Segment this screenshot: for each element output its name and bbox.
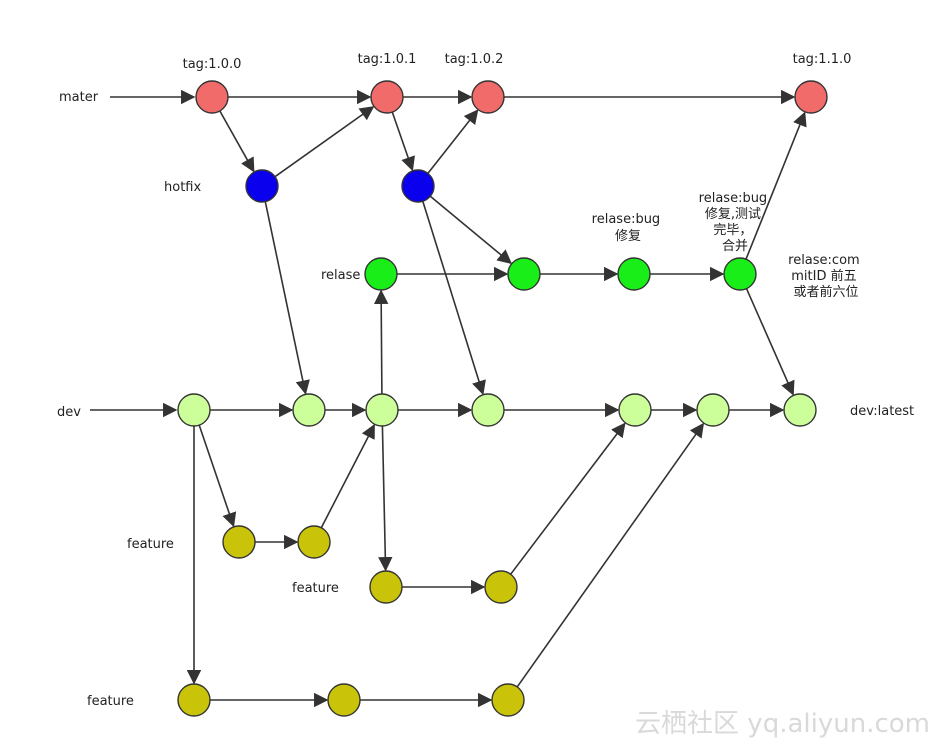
edge-h2-m3 [427,109,479,174]
annotation-commit-id-line-3: 或者前六位 [793,284,858,300]
feature-commit-f1 [222,525,256,559]
tag-label-1-1-0: tag:1.1.0 [793,52,852,67]
edge-d3-f3 [378,425,393,572]
branch-label-hotfix: hotfix [164,180,201,195]
annotation-bugfix-done-line-4: 合并 [722,239,748,254]
release-commit-r1 [364,257,398,291]
edge-h2-d4 [422,201,486,396]
edge-h1-m2 [274,106,375,178]
dev-commit-d4 [471,393,505,427]
dev-commit-d6 [696,393,730,427]
dev-commit-d5 [618,393,652,427]
branch-label-feature-2: feature [292,581,339,596]
branch-label-feature-3: feature [87,694,134,709]
annotation-bugfix: relase:bug 修复 [592,212,665,244]
feature-commit-f3 [369,570,403,604]
edge-r4-d7 [745,288,795,396]
dev-commit-d3 [365,393,399,427]
branch-label-feature-1: feature [127,537,174,552]
feature-commit-f4 [484,570,518,604]
edge-h2-r2 [429,195,513,265]
master-commit-m3 [471,80,505,114]
tag-label-1-0-0: tag:1.0.0 [183,57,242,72]
feature-commit-f5 [177,683,211,717]
feature-commit-f2 [297,525,331,559]
master-commit-m4 [794,80,828,114]
edge-r4-m4 [745,111,807,260]
tag-label-1-0-1: tag:1.0.1 [358,52,417,67]
release-commit-r2 [507,257,541,291]
tag-label-1-0-2: tag:1.0.2 [445,52,504,67]
edge-f2-d3 [320,423,375,529]
annotation-commit-id: relase:com mitID 前五 或者前六位 [788,253,864,300]
annotation-bugfix-done: relase:bug 修复,测试 完毕， 合并 [699,191,772,254]
edge-f4-d5 [510,422,626,575]
annotation-bugfix-line-2: 修复 [615,229,641,244]
feature-commit-f7 [491,683,525,717]
annotation-bugfix-done-line-3: 完毕， [713,223,752,238]
watermark: 云栖社区 yq.aliyun.com [635,709,930,739]
edge-d3-r1 [374,289,389,395]
annotation-commit-id-line-1: relase:com [788,253,860,268]
annotation-bugfix-line-1: relase:bug [592,212,661,227]
branch-label-master: mater [59,90,99,105]
edge-h1-d2 [264,201,310,395]
edge-m2-h2 [391,111,415,172]
annotation-bugfix-done-line-2: 修复,测试 [705,207,761,222]
branch-label-dev-latest: dev:latest [850,404,914,419]
dev-commit-d7 [783,393,817,427]
annotation-commit-id-line-2: mitID 前五 [791,268,856,284]
annotation-bugfix-done-line-1: relase:bug [699,191,768,206]
master-commit-m1 [195,80,229,114]
nodes [177,80,828,717]
edge-m1-h1 [219,110,255,173]
release-commit-r4 [723,257,757,291]
hotfix-commit-h1 [245,169,279,203]
edges [90,89,807,708]
feature-commit-f6 [327,683,361,717]
hotfix-commit-h2 [401,169,435,203]
branch-label-dev: dev [57,405,81,420]
branch-label-release: relase [321,268,360,283]
edge-d1-f1 [198,424,237,528]
edge-f7-d6 [516,422,705,688]
dev-commit-d1 [177,393,211,427]
release-commit-r3 [617,257,651,291]
master-commit-m2 [370,80,404,114]
dev-commit-d2 [292,393,326,427]
